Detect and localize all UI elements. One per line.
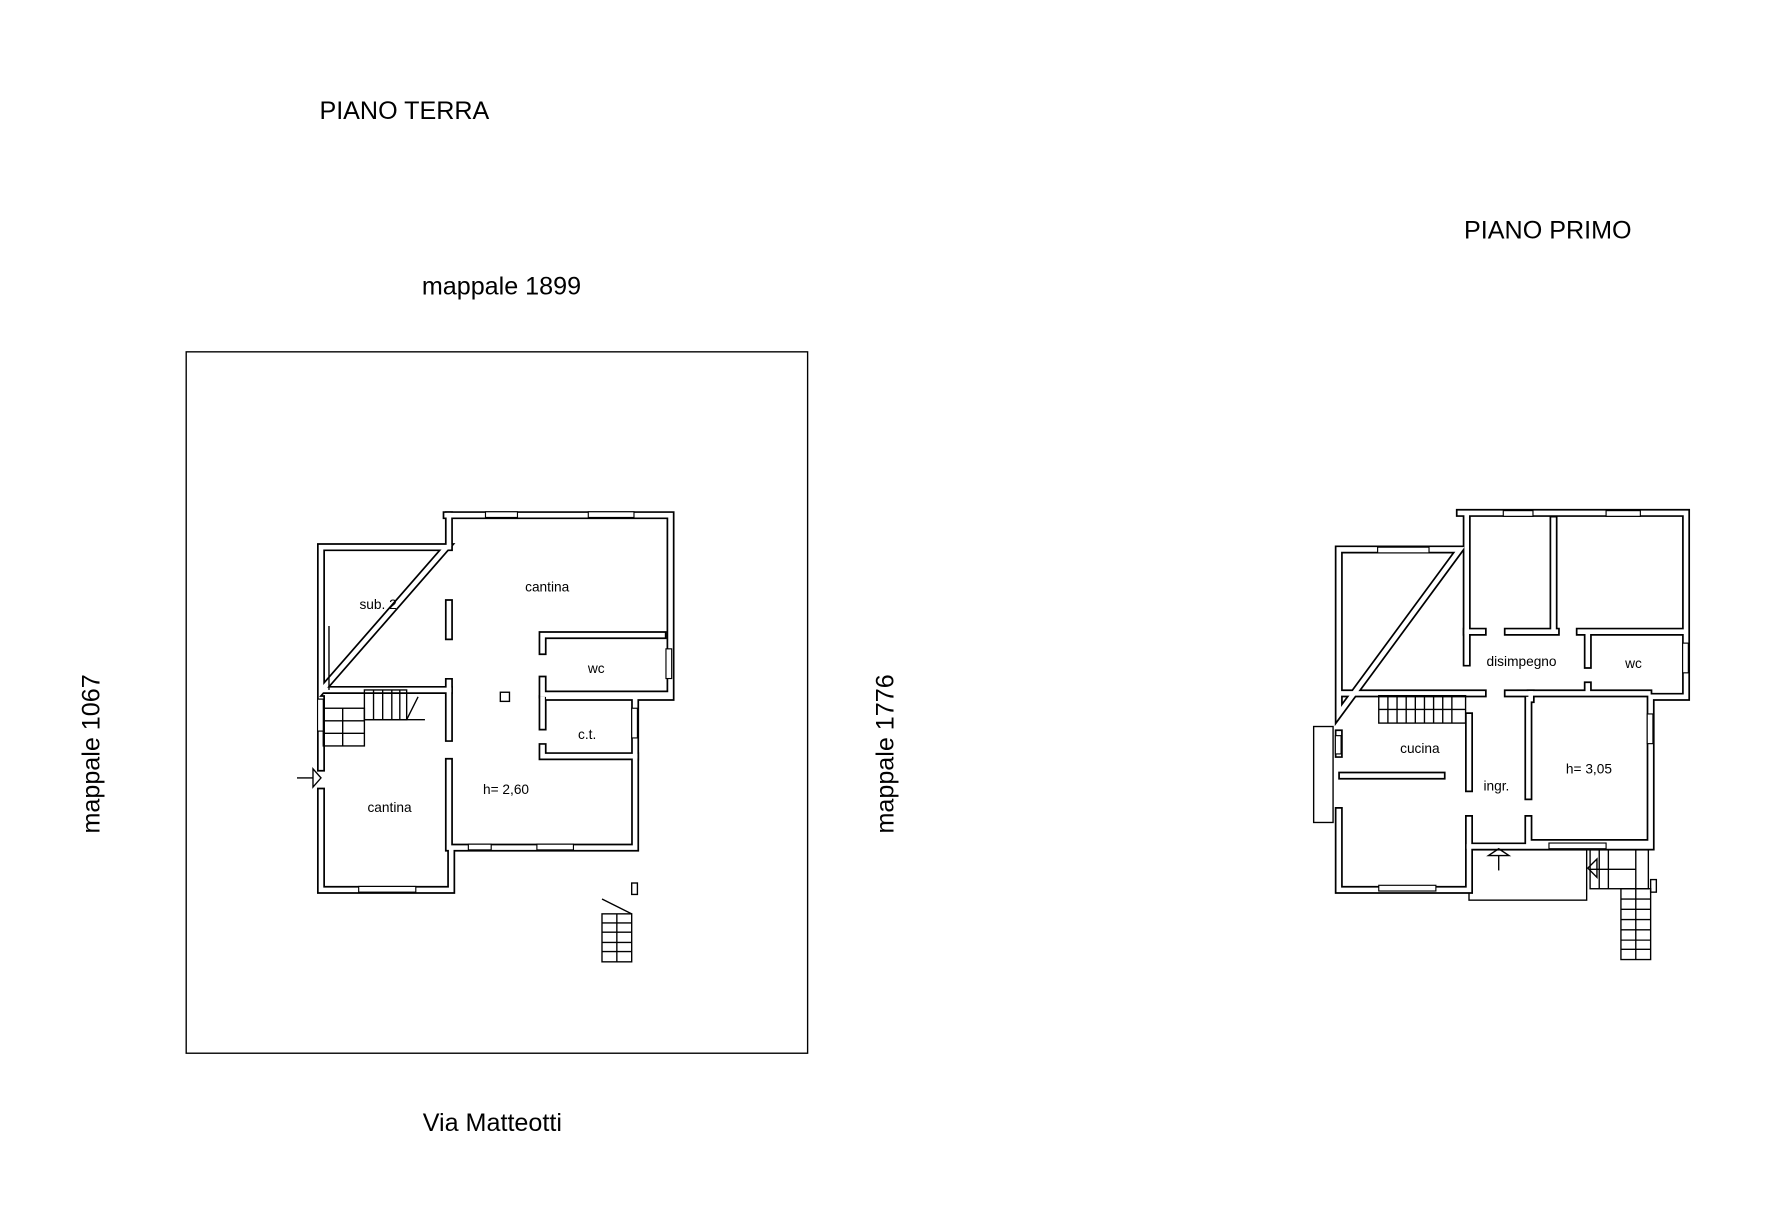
wall <box>1334 508 1691 894</box>
room-label-cucina: cucina <box>1400 741 1440 756</box>
walls <box>1334 508 1691 894</box>
room-label-cantina: cantina <box>525 580 570 595</box>
ceiling-height-label: h= 2,60 <box>483 782 529 797</box>
external-stairs-icon <box>601 898 633 963</box>
west-boundary-label: mappale 1067 <box>77 674 105 833</box>
room-label-wc: wc <box>587 661 605 676</box>
plot-boundary <box>185 351 809 1054</box>
room-label-cantina: cantina <box>367 800 412 815</box>
wall-inner <box>540 632 671 697</box>
wall-inner <box>1336 510 1689 893</box>
north-boundary-label: mappale 1899 <box>422 273 581 301</box>
room-label-sub2: sub. 2 <box>359 597 396 612</box>
pillar-icon <box>499 691 511 703</box>
windows <box>316 511 673 893</box>
south-street-label: Via Matteotti <box>423 1109 562 1137</box>
east-boundary-label: mappale 1776 <box>871 674 899 833</box>
room-label-ct: c.t. <box>578 727 596 742</box>
balcony <box>1312 725 1334 824</box>
ceiling-height-label: h= 3,05 <box>1566 761 1612 776</box>
room-label-ingresso: ingr. <box>1483 778 1509 793</box>
ground-floor-plan: sub. 2 cantina wc c.t. h= 2,60 cantina <box>297 511 675 963</box>
entrance-arrow-icon <box>1486 847 1512 871</box>
entrance-arrow-icon <box>297 766 322 789</box>
windows <box>1334 510 1689 892</box>
wall <box>538 631 673 699</box>
external-stairs-icon <box>1586 849 1658 961</box>
wall-inner <box>540 696 638 759</box>
porch <box>1468 849 1588 901</box>
first-floor-plan: disimpegno wc cucina ingr. h= 3,05 <box>1312 508 1691 961</box>
wall <box>1462 512 1558 667</box>
room-label-disimpegno: disimpegno <box>1487 654 1557 669</box>
stairs-icon <box>1378 694 1467 724</box>
stairs-icon <box>322 689 425 747</box>
ground-floor-title: PIANO TERRA <box>319 97 489 125</box>
pillar-icon <box>631 882 639 896</box>
wall-inner <box>1464 514 1556 665</box>
wall-inner <box>1526 696 1651 846</box>
room-label-wc: wc <box>1624 656 1642 671</box>
first-floor-title: PIANO PRIMO <box>1464 217 1632 245</box>
